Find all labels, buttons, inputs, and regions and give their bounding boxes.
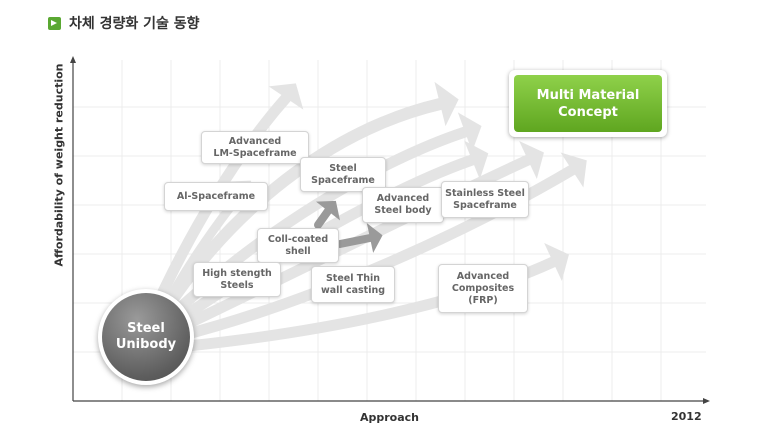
tech-advanced-lm-spaceframe: Advanced LM-Spaceframe	[201, 131, 309, 164]
header: 차체 경량화 기술 동향	[48, 12, 200, 34]
tech-al-spaceframe: Al-Spaceframe	[164, 182, 268, 211]
arrowhead-icon	[316, 200, 340, 221]
arrowhead-icon	[434, 81, 459, 127]
arrowhead-icon	[560, 152, 587, 188]
trend-arrow	[336, 234, 374, 248]
green-arrow-square-icon	[48, 16, 61, 30]
axes	[70, 56, 710, 404]
trend-arrow	[314, 207, 332, 229]
arrowhead-icon	[544, 243, 569, 281]
x-axis-end-label: 2012	[671, 410, 702, 423]
arrowhead-icon	[519, 141, 544, 179]
tech-steel-thin-wall-casting: Steel Thin wall casting	[311, 266, 395, 303]
tech-steel-spaceframe: Steel Spaceframe	[300, 157, 386, 192]
tech-stainless-steel-spaceframe: Stainless Steel Spaceframe	[441, 181, 529, 218]
tech-advanced-steel-body: Advanced Steel body	[362, 187, 444, 223]
multi-material-concept-label: Multi Material Concept	[514, 75, 662, 132]
tech-advanced-composites-frp: Advanced Composites (FRP)	[438, 264, 528, 313]
y-axis-label: Affordability of weight reduction	[52, 63, 66, 267]
arrowhead-icon	[457, 112, 482, 152]
multi-material-concept-box: Multi Material Concept	[509, 70, 667, 137]
y-axis-arrow-icon	[70, 56, 76, 63]
tech-high-stength-steels: High stength Steels	[193, 262, 281, 297]
arrowhead-icon	[268, 83, 304, 110]
tech-coll-coated-shell: Coll-coated shell	[257, 228, 339, 263]
x-axis-arrow-icon	[703, 398, 710, 404]
steel-unibody-circle: Steel Unibody	[98, 289, 194, 385]
x-axis-label: Approach	[360, 411, 420, 424]
page-title: 차체 경량화 기술 동향	[69, 16, 200, 32]
arrowhead-icon	[366, 223, 383, 253]
trend-arrow	[154, 98, 446, 324]
steel-unibody-label: Steel Unibody	[102, 293, 190, 381]
arrowhead-icon	[464, 140, 489, 180]
